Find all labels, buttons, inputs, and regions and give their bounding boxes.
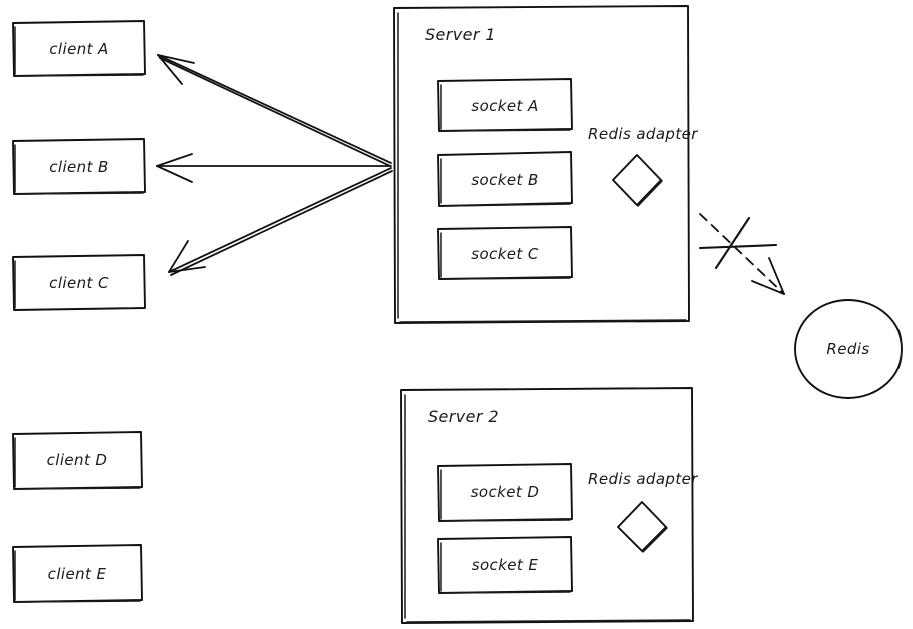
- socket-a-box: [437, 78, 573, 132]
- socket-d-box-shade: [440, 469, 571, 522]
- redis-node[interactable]: Redis: [794, 299, 903, 399]
- client-c-node[interactable]: client C: [12, 254, 146, 311]
- server-2-adapter-label: Redis adapter: [588, 470, 698, 488]
- dashed-connector: [699, 213, 785, 295]
- client-d-box-shade: [14, 437, 141, 490]
- client-c-label: client C: [49, 274, 109, 292]
- client-e-box-shade: [14, 550, 141, 603]
- socket-a-node[interactable]: socket A: [437, 78, 573, 132]
- socket-d-label: socket D: [471, 483, 540, 501]
- server-1-adapter-label: Redis adapter: [588, 125, 698, 143]
- arrow-server1-to-client-c: [168, 167, 393, 276]
- redis-label: Redis: [826, 340, 869, 358]
- client-a-box: [12, 20, 146, 77]
- client-d-box: [12, 431, 143, 490]
- socket-b-label: socket B: [471, 171, 538, 189]
- socket-b-box-shade: [440, 158, 571, 207]
- server-1-adapter-diamond-shade: [637, 156, 663, 207]
- socket-d-box: [437, 463, 573, 522]
- server-1-adapter[interactable]: Redis adapter: [588, 125, 698, 207]
- socket-e-box: [437, 536, 573, 594]
- client-b-box-shade: [14, 144, 144, 195]
- arrow-server1-to-client-b: [156, 153, 392, 183]
- client-e-node[interactable]: client E: [12, 544, 143, 603]
- server-2-box-shade: [404, 394, 691, 623]
- client-a-box-shade: [14, 26, 144, 77]
- socket-c-node[interactable]: socket C: [437, 226, 573, 280]
- redis-circle-shade: [898, 329, 903, 369]
- client-b-node[interactable]: client B: [12, 138, 146, 195]
- socket-c-box: [437, 226, 573, 280]
- cross-out-line-horizontal: [698, 243, 778, 250]
- socket-a-label: socket A: [471, 97, 538, 115]
- cross-out-line-diagonal: [714, 216, 751, 270]
- socket-c-box-shade: [440, 232, 571, 280]
- socket-d-node[interactable]: socket D: [437, 463, 573, 522]
- client-d-node[interactable]: client D: [12, 431, 143, 490]
- server-2-label: Server 2: [428, 407, 499, 426]
- socket-a-box-shade: [440, 84, 571, 132]
- client-d-label: client D: [47, 451, 108, 469]
- socket-b-node[interactable]: socket B: [437, 151, 573, 207]
- redis-circle: [794, 299, 903, 399]
- client-e-box: [12, 544, 143, 603]
- client-a-label: client A: [49, 40, 108, 58]
- client-e-label: client E: [48, 565, 107, 583]
- socket-e-node[interactable]: socket E: [437, 536, 573, 594]
- server-1-label: Server 1: [425, 25, 496, 44]
- server-2-adapter-diamond-shade: [642, 503, 668, 553]
- socket-b-box: [437, 151, 573, 207]
- socket-c-label: socket C: [471, 245, 539, 263]
- client-a-node[interactable]: client A: [12, 20, 146, 77]
- socket-e-box-shade: [440, 542, 571, 594]
- client-c-box: [12, 254, 146, 311]
- server-1-box-shade: [397, 12, 687, 323]
- socket-e-label: socket E: [472, 556, 539, 574]
- arrow-server1-to-redis-disabled: [698, 213, 785, 295]
- client-b-box: [12, 138, 146, 195]
- arrow-server1-to-client-a: [157, 54, 392, 167]
- server-2-adapter[interactable]: Redis adapter: [588, 470, 698, 553]
- client-b-label: client B: [49, 158, 108, 176]
